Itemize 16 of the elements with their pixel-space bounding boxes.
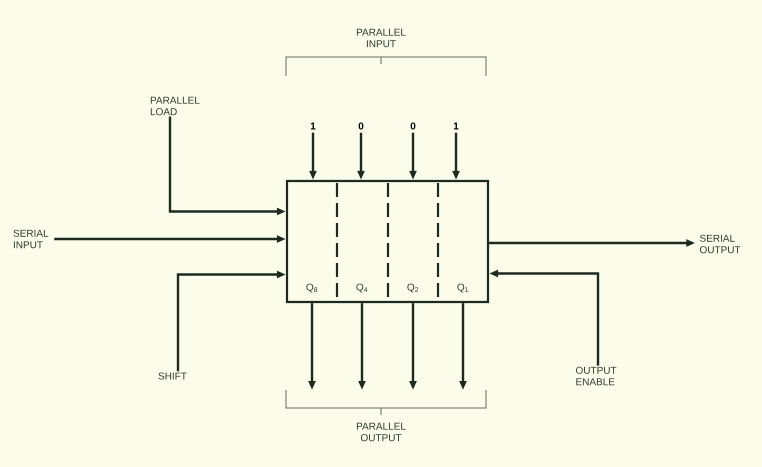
cell-label: Q$_{1}$ — [457, 284, 468, 292]
bit-value: 0 — [410, 122, 416, 130]
cell-label: Q$_{8}$ — [306, 284, 318, 292]
signal-label: SERIAL INPUT — [13, 230, 48, 248]
cell-label: Q$_{4}$ — [356, 284, 368, 292]
register-box — [286, 180, 490, 304]
signal-label: SERIAL OUTPUT — [700, 234, 740, 254]
bit-value: 1 — [454, 122, 458, 130]
bit-value: 0 — [358, 122, 364, 130]
signal-label: SHIFT — [158, 372, 187, 380]
group-label: PARALLEL OUTPUT — [356, 422, 406, 442]
cell-label: Q$_{2}$ — [407, 284, 418, 292]
signal-label: OUTPUT ENABLE — [576, 366, 616, 386]
signal-label: PARALLEL LOAD — [150, 96, 200, 116]
group-label: PARALLEL INPUT — [356, 28, 406, 48]
bit-value: 1 — [310, 122, 316, 130]
